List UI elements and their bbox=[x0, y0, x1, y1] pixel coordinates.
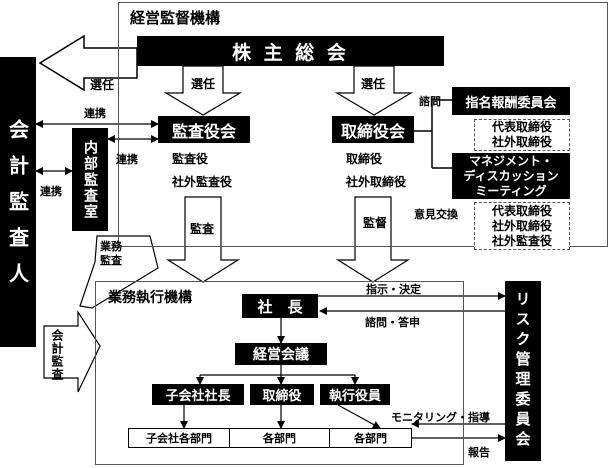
report-up-label: 諮問・答申 bbox=[365, 316, 420, 329]
audit-board-member-2: 社外監査役 bbox=[172, 175, 233, 189]
comp-member-2: 社外取締役 bbox=[491, 135, 552, 149]
board-member-2: 社外取締役 bbox=[346, 175, 407, 189]
business-audit-label: 業務 監査 bbox=[100, 240, 122, 267]
management-discussion-meeting: マネジメント・ ディスカッション ミーティング bbox=[452, 153, 570, 199]
audit-board: 監査役会 bbox=[158, 116, 250, 143]
management-council: 経営会議 bbox=[235, 343, 327, 365]
mgmt-member-3: 社外監査役 bbox=[491, 233, 552, 248]
governance-title: 経営監督機構 bbox=[130, 9, 221, 27]
director: 取締役 bbox=[250, 384, 314, 405]
comp-member-1: 代表取締役 bbox=[491, 120, 552, 134]
report-label: 報告 bbox=[468, 446, 490, 459]
comp-committee-members: 代表取締役 社外取締役 bbox=[474, 119, 570, 151]
mgmt-member-2: 社外取締役 bbox=[491, 218, 552, 233]
elect-left-label: 選任 bbox=[191, 77, 216, 91]
audit-arrow bbox=[165, 196, 241, 283]
risk-management-committee: リスク管理委員会 bbox=[505, 281, 541, 461]
accounting-audit-label: 会計監査 bbox=[50, 329, 64, 381]
business-audit-arrow bbox=[79, 235, 159, 309]
elect-auditor-arrow bbox=[38, 34, 138, 92]
supervise-label: 監督 bbox=[363, 216, 388, 230]
elect-audit-board-arrow bbox=[163, 65, 243, 116]
mgmt-member-1: 代表取締役 bbox=[491, 203, 552, 218]
execution-title: 業務執行機構 bbox=[108, 290, 192, 306]
executive-officer: 執行役員 bbox=[320, 384, 390, 405]
accounting-audit-arrow bbox=[43, 309, 101, 393]
execution-frame bbox=[95, 281, 464, 465]
monitor-label: モニタリング・指導 bbox=[391, 411, 490, 424]
elect-board-arrow bbox=[334, 65, 414, 116]
president: 社 長 bbox=[242, 294, 318, 318]
shareholders-meeting: 株 主 総 会 bbox=[137, 36, 444, 66]
liaison-left-label: 連携 bbox=[40, 185, 62, 198]
subsidiary-president: 子会社社長 bbox=[152, 384, 244, 405]
audit-label: 監査 bbox=[190, 222, 215, 236]
elect-auditor-label: 選任 bbox=[90, 78, 115, 92]
elect-right-label: 選任 bbox=[361, 77, 386, 91]
nomination-compensation-committee: 指名報酬委員会 bbox=[452, 87, 570, 115]
mgmt-meeting-members: 代表取締役 社外取締役 社外監査役 bbox=[474, 202, 570, 250]
accounting-auditor: 会計監査人 bbox=[0, 57, 36, 347]
supervise-arrow bbox=[335, 196, 411, 283]
departments-mid: 各部門 bbox=[230, 428, 330, 448]
audit-board-member-1: 監査役 bbox=[172, 152, 209, 166]
departments-right: 各部門 bbox=[330, 428, 412, 448]
governance-frame bbox=[118, 2, 608, 247]
instruct-label: 指示・決定 bbox=[366, 283, 421, 296]
board-member-1: 取締役 bbox=[346, 152, 383, 166]
opinion-exchange-label: 意見交換 bbox=[414, 208, 458, 221]
internal-audit-office: 内部監査室 bbox=[72, 128, 108, 231]
board-of-directors: 取締役会 bbox=[332, 116, 414, 143]
liaison-mid-label: 連携 bbox=[116, 153, 138, 166]
liaison-top-label: 連携 bbox=[84, 107, 106, 120]
subsidiary-departments: 子会社各部門 bbox=[128, 428, 230, 448]
consult-label: 諮問 bbox=[419, 95, 441, 108]
